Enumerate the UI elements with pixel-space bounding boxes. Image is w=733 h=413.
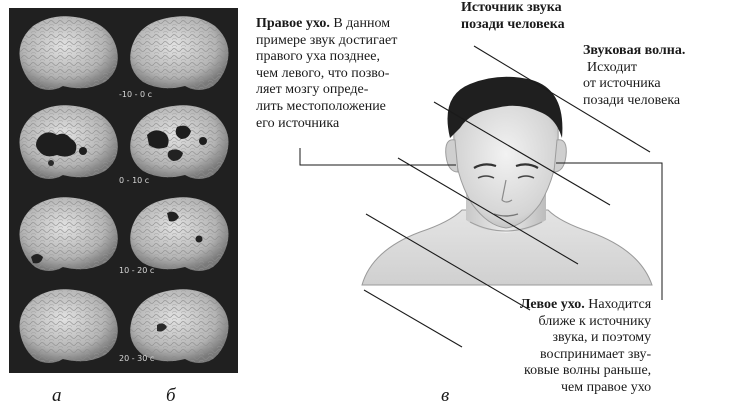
activation-spot bbox=[199, 137, 207, 145]
left-ear-shape bbox=[553, 139, 567, 173]
activation-spot bbox=[48, 160, 54, 166]
left-ear-caption-line6: чем правое ухо bbox=[560, 379, 652, 395]
activation-spot bbox=[167, 211, 179, 222]
source-caption-line2: позади человека bbox=[461, 16, 565, 32]
left-ear-caption-line5: ковые волны раньше, bbox=[524, 363, 652, 379]
brain-left-row1 bbox=[19, 16, 118, 91]
sound-wave-caption-title: Звуковая волна. bbox=[583, 43, 686, 58]
right-ear-caption-line5: ляет мозгу опреде- bbox=[256, 82, 369, 98]
right-ear-caption-line6: лить местоположение bbox=[256, 98, 386, 114]
right-ear-caption-line3: правого уха позднее, bbox=[256, 49, 380, 65]
activation-spot bbox=[175, 125, 191, 139]
nose bbox=[501, 179, 513, 203]
sound-wave-lines bbox=[363, 45, 651, 348]
right-ear-caption-title: Правое ухо. bbox=[256, 16, 330, 31]
brain-left-row3 bbox=[19, 197, 118, 271]
activation-spot bbox=[195, 235, 203, 243]
brain-left-row2 bbox=[19, 105, 118, 179]
left-ear-caption-title: Левое ухо. bbox=[520, 297, 585, 312]
activation-spot bbox=[36, 132, 77, 157]
left-ear-caption-line1: Находится bbox=[584, 297, 652, 312]
brain-time-label: 20 - 30 с bbox=[119, 354, 155, 363]
right-eyebrow bbox=[473, 163, 497, 169]
brain-left-row4 bbox=[19, 289, 118, 363]
left-ear-caption-line3: звука, и поэтому bbox=[552, 330, 652, 346]
activation-spot bbox=[167, 149, 183, 161]
left-ear-callout bbox=[556, 162, 663, 300]
brain-scan-panel: -10 - 0 с 0 - 10 с 10 - 20 с 20 - 30 с bbox=[9, 8, 238, 373]
panel-label-b: б bbox=[166, 385, 176, 406]
brain-right-row3 bbox=[130, 197, 229, 271]
shoulders bbox=[361, 209, 653, 286]
mouth bbox=[493, 213, 519, 217]
panel-label-a: а bbox=[52, 385, 62, 406]
left-ear-caption: Левое ухо. Находится ближе к источнику з… bbox=[520, 297, 651, 397]
brain-scan-grid bbox=[19, 16, 229, 363]
activation-spot bbox=[79, 147, 87, 155]
brain-time-label: -10 - 0 с bbox=[119, 90, 153, 99]
sound-wave-line bbox=[433, 101, 611, 206]
right-ear-shape bbox=[445, 139, 459, 173]
left-eye bbox=[517, 175, 535, 179]
sound-wave-line bbox=[397, 157, 579, 265]
right-ear-caption-line2: примере звук достигает bbox=[256, 32, 398, 48]
right-ear-caption-line7: его источника bbox=[256, 115, 340, 131]
sound-wave-caption-line4: позади человека bbox=[583, 92, 681, 108]
brain-time-label: 10 - 20 с bbox=[119, 266, 155, 275]
left-ear-caption-line2: ближе к источнику bbox=[538, 313, 652, 329]
hair bbox=[447, 76, 563, 138]
right-ear-caption-line1: В данном bbox=[329, 16, 391, 31]
brain-right-row1 bbox=[130, 16, 229, 91]
brain-right-row2 bbox=[130, 105, 229, 179]
sound-wave-line bbox=[363, 289, 463, 348]
right-ear-callout bbox=[299, 148, 456, 166]
right-ear-caption: Правое ухо. В данном примере звук достиг… bbox=[256, 16, 397, 132]
activation-spot bbox=[157, 323, 167, 332]
sound-wave-caption: Звуковая волна. Исходит от источника поз… bbox=[583, 43, 685, 109]
right-ear-caption-line4: чем левого, что позво- bbox=[256, 65, 390, 81]
activation-spot bbox=[31, 254, 43, 264]
activation-spot bbox=[147, 130, 169, 149]
source-caption-line1: Источник звука bbox=[461, 0, 562, 15]
right-eye bbox=[477, 175, 495, 179]
sound-wave-caption-line2: Исходит bbox=[587, 59, 637, 75]
sound-wave-line bbox=[473, 45, 651, 153]
sound-wave-caption-line3: от источника bbox=[583, 76, 661, 92]
source-caption: Источник звука позади человека bbox=[461, 0, 565, 33]
brain-right-row4 bbox=[130, 289, 229, 363]
left-eyebrow bbox=[515, 163, 539, 169]
sound-wave-line bbox=[365, 213, 531, 311]
brain-time-label: 0 - 10 с bbox=[119, 176, 150, 185]
left-ear-caption-line4: воспринимает зву- bbox=[539, 346, 652, 362]
panel-label-c: в bbox=[441, 385, 450, 406]
